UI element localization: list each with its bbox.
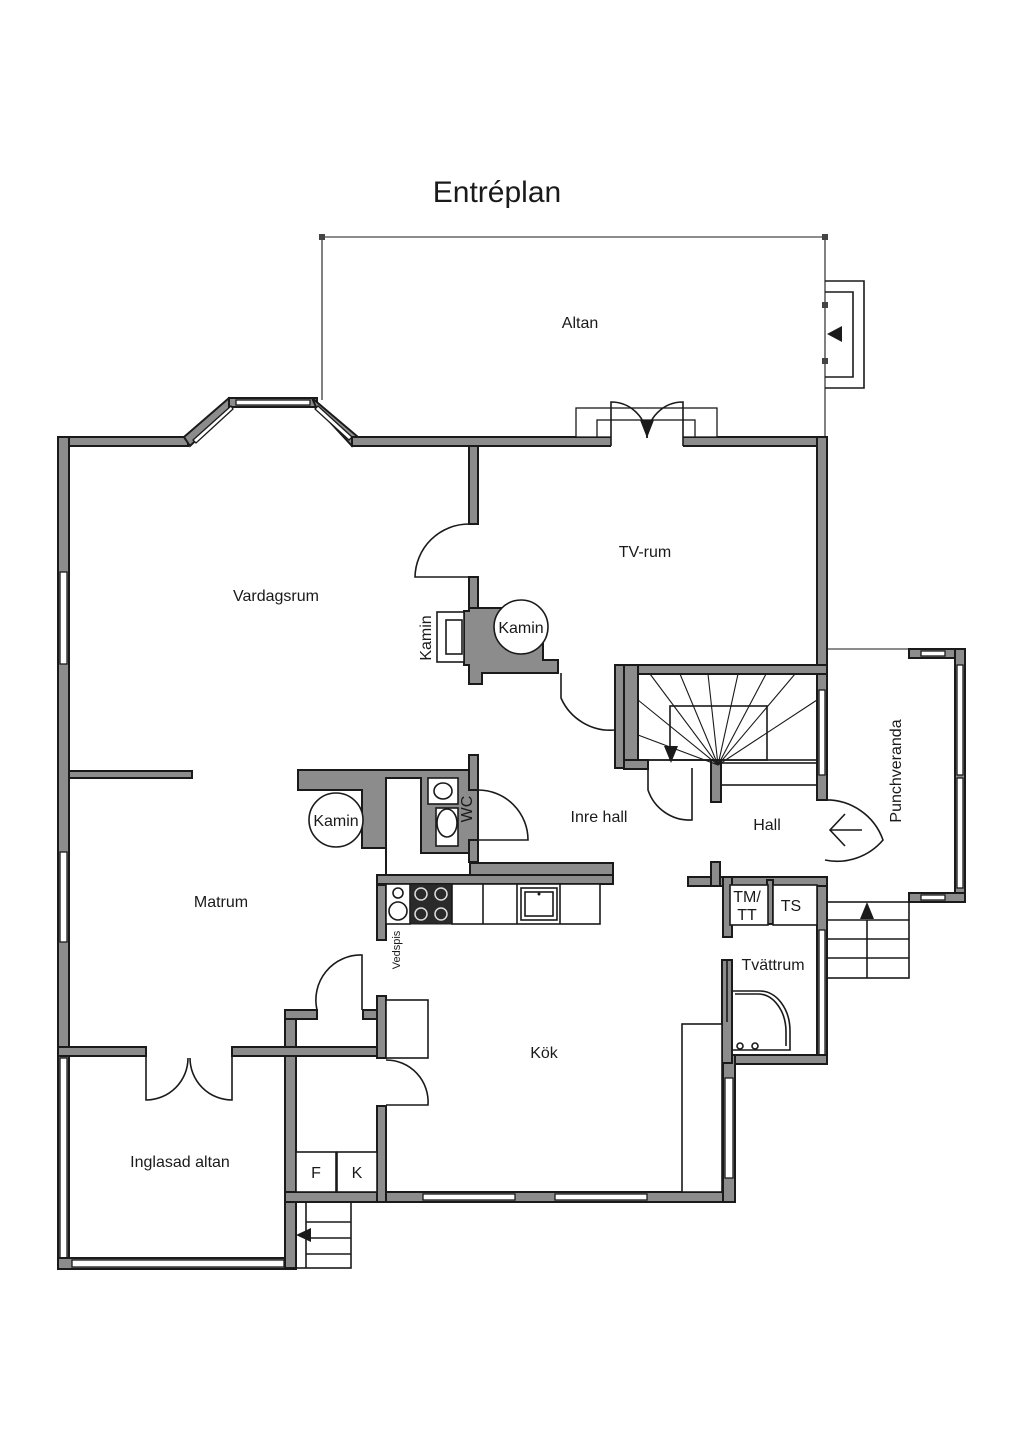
kamin-stove-upper (493, 599, 549, 655)
label-wc: WC (459, 796, 476, 823)
label-altan: Altan (562, 315, 598, 332)
label-f: F (311, 1165, 321, 1182)
label-hall: Hall (753, 817, 781, 834)
label-vardagsrum: Vardagsrum (233, 588, 319, 605)
fixtures (295, 599, 818, 1269)
label-k: K (352, 1165, 363, 1182)
label-kamin-stove-upper: Kamin (498, 620, 543, 637)
label-ts: TS (781, 898, 801, 915)
label-kamin-stove-lower: Kamin (313, 813, 358, 830)
label-tv-rum: TV-rum (619, 544, 671, 561)
label-kok: Kök (530, 1045, 559, 1062)
label-punchveranda: Punchveranda (888, 719, 905, 822)
kamin-stove-lower (308, 792, 364, 848)
doors (145, 523, 884, 1106)
outer-walls (57, 396, 828, 1270)
staircase (637, 673, 818, 786)
label-vedspis: Vedspis (391, 930, 403, 969)
label-tt-line2: TT (737, 907, 757, 924)
label-tvattrum: Tvättrum (741, 957, 804, 974)
label-matrum: Matrum (194, 894, 248, 911)
plan-title: Entréplan (433, 176, 561, 209)
label-inglasad-altan: Inglasad altan (130, 1154, 230, 1171)
label-kamin-vertical: Kamin (418, 615, 435, 660)
label-tm-line1: TM/ (733, 889, 761, 906)
label-inre-hall: Inre hall (571, 809, 628, 826)
punchveranda (826, 648, 966, 979)
altan-terrace (319, 234, 865, 440)
room-labels: Altan TV-rum Vardagsrum Kamin Kamin Inre… (130, 315, 905, 1182)
altan-door (575, 401, 718, 448)
